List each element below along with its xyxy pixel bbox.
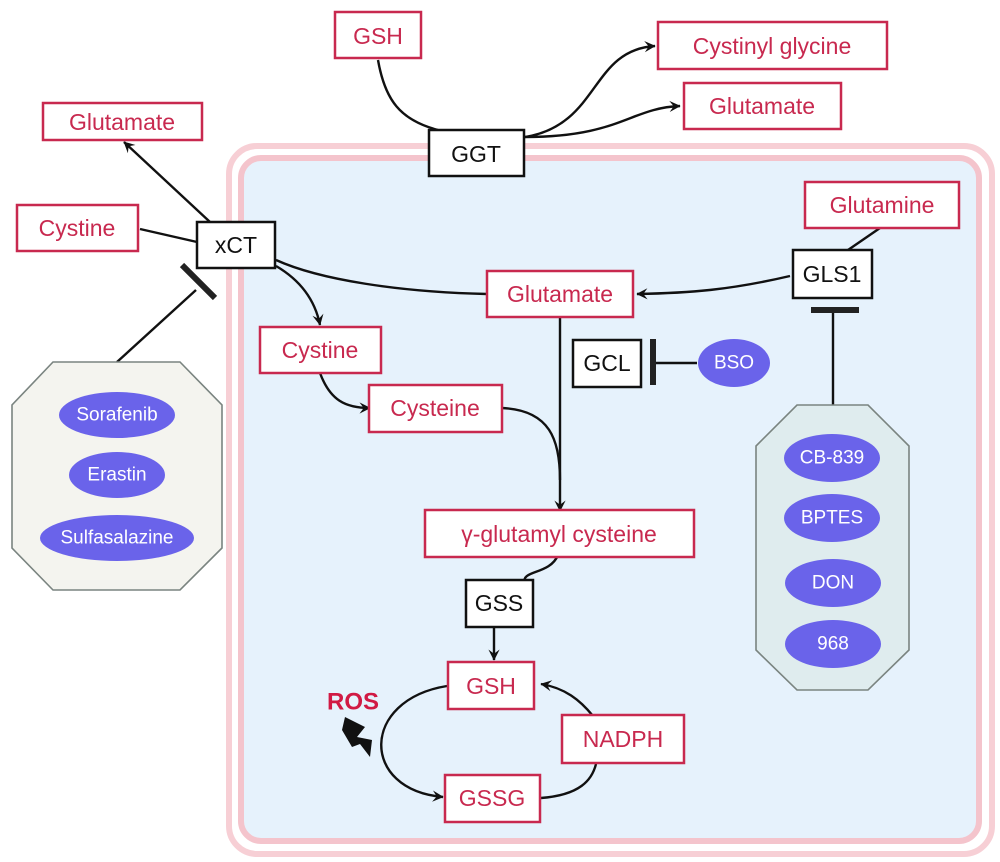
node-gssg[interactable]: GSSG — [443, 773, 542, 824]
cell-membrane-outer — [226, 143, 995, 857]
node-label: GSH — [466, 673, 516, 699]
edge-glutamine-gls1 — [847, 227, 881, 251]
drug-bso[interactable]: BSO — [698, 339, 770, 387]
edge-gssg-nadph — [540, 763, 598, 800]
node-label: Cystinyl glycine — [693, 33, 852, 59]
node-label: GCL — [583, 350, 631, 376]
edge-glutamate-xct — [275, 258, 488, 296]
drug-erastin[interactable]: Erastin — [69, 452, 165, 498]
node-gsh-intracellular[interactable]: GSH — [446, 660, 536, 711]
node-glutamate-extracellular-left[interactable]: Glutamate — [41, 101, 204, 142]
node-label: Cysteine — [390, 395, 479, 421]
inhibit-bar-xct — [179, 262, 218, 301]
edge-nadph-gsh — [540, 680, 594, 717]
drug-968[interactable]: 968 — [785, 620, 881, 668]
drug-cb-839[interactable]: CB-839 — [784, 434, 880, 482]
drug-label: Erastin — [87, 465, 146, 486]
node-label: GSS — [475, 590, 524, 616]
node-label: xCT — [215, 232, 257, 258]
edge-cystine-cysteine — [318, 372, 371, 414]
drug-sulfasalazine[interactable]: Sulfasalazine — [40, 515, 194, 561]
node-gamma-glutamyl-cysteine[interactable]: γ-glutamyl cysteine — [423, 508, 696, 559]
edge-cystine-xct — [139, 227, 198, 244]
drug-bptes[interactable]: BPTES — [784, 494, 880, 542]
edge-xct-inhibitors — [116, 289, 197, 363]
edge-cysteine-gcys — [501, 406, 562, 481]
edge-gsh-gssg — [380, 684, 448, 802]
edge-ggt-cystinyl-glycine — [524, 41, 656, 139]
node-cysteine[interactable]: Cysteine — [367, 383, 504, 434]
node-label: Glutamate — [69, 109, 175, 135]
lightning-bolt-icon — [342, 717, 372, 757]
node-cystine-intracellular[interactable]: Cystine — [258, 325, 383, 375]
node-cystinyl-glycine[interactable]: Cystinyl glycine — [656, 20, 889, 71]
node-gss[interactable]: GSS — [464, 578, 535, 629]
edge-gls1-glutamate — [636, 274, 791, 300]
node-label: NADPH — [583, 726, 664, 752]
drug-label: Sorafenib — [76, 405, 157, 426]
node-label: GGT — [451, 141, 501, 167]
edges — [116, 41, 881, 802]
drug-label: DON — [812, 573, 854, 594]
node-label: γ-glutamyl cysteine — [461, 521, 657, 547]
drug-label: CB-839 — [800, 448, 864, 469]
drug-sorafenib[interactable]: Sorafenib — [59, 392, 175, 438]
node-ggt[interactable]: GGT — [427, 128, 526, 178]
edge-xct-cystine-in — [275, 264, 324, 326]
node-glutamate-extracellular-right[interactable]: Glutamate — [682, 81, 843, 131]
node-gls1[interactable]: GLS1 — [791, 248, 874, 300]
node-glutamate-intracellular[interactable]: Glutamate — [485, 269, 635, 319]
node-glutamine[interactable]: Glutamine — [803, 180, 961, 230]
node-gcl[interactable]: GCL — [571, 338, 643, 389]
ros-label: ROS — [327, 689, 379, 716]
gls1-inhibitor-group — [755, 404, 910, 691]
node-label: GSSG — [459, 785, 525, 811]
node-cystine-extracellular[interactable]: Cystine — [15, 203, 140, 253]
node-label: GSH — [353, 23, 403, 49]
edge-xct-glutamate-out — [123, 141, 211, 223]
drug-label: 968 — [817, 634, 849, 655]
node-label: Glutamine — [830, 192, 935, 218]
node-xct[interactable]: xCT — [195, 220, 277, 270]
node-label: GLS1 — [803, 261, 862, 287]
node-nadph[interactable]: NADPH — [560, 713, 686, 765]
drug-label: Sulfasalazine — [60, 528, 173, 549]
edge-ggt-glutamate — [524, 100, 681, 139]
drug-label: BSO — [714, 353, 754, 374]
edge-gsh-ggt — [376, 59, 439, 132]
node-label: Cystine — [39, 215, 116, 241]
node-label: Glutamate — [709, 93, 815, 119]
drug-don[interactable]: DON — [785, 559, 881, 607]
drug-label: BPTES — [801, 508, 863, 529]
node-label: Glutamate — [507, 281, 613, 307]
node-gsh-extracellular[interactable]: GSH — [333, 10, 423, 60]
node-label: Cystine — [282, 337, 359, 363]
